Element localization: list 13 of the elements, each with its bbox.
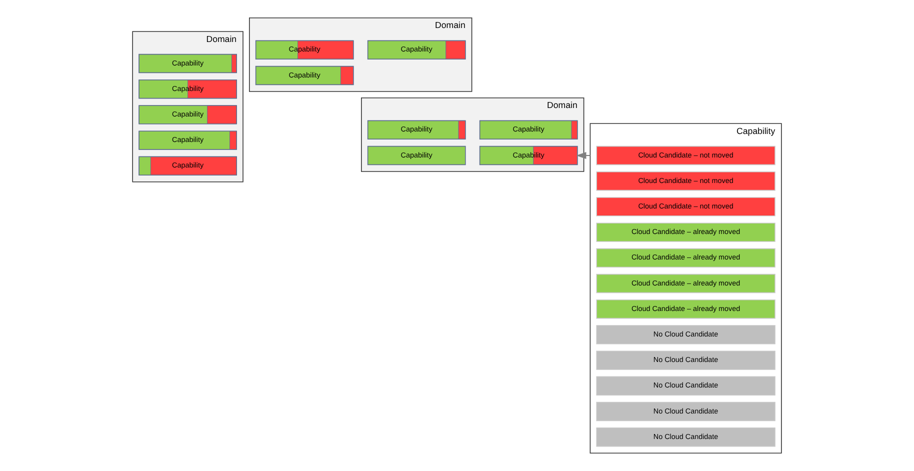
node-box: Capability [367,146,466,166]
node-box: No Cloud Candidate [596,325,776,344]
node-box: Cloud Candidate – already moved [596,300,776,319]
node-box: Cloud Candidate – not moved [596,197,776,216]
node-box: No Cloud Candidate [596,350,776,370]
node-box: No Cloud Candidate [596,376,776,396]
node-box: Cloud Candidate – already moved [596,222,776,242]
node-box: Cloud Candidate – already moved [596,274,776,294]
node-box: Cloud Candidate – not moved [596,146,776,166]
node-box: No Cloud Candidate [596,402,776,422]
node-box: Cloud Candidate – not moved [596,172,776,191]
node-box: Cloud Candidate – already moved [596,248,776,268]
node-box: No Cloud Candidate [596,428,776,447]
